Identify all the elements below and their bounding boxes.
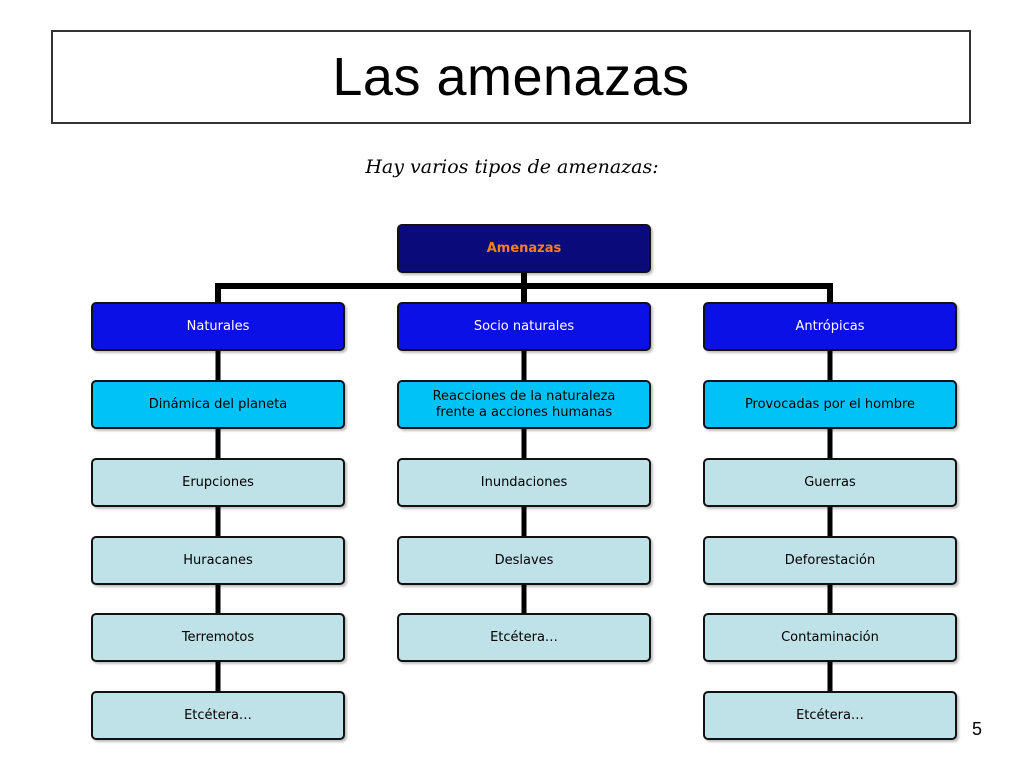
node-naturales: Naturales	[91, 302, 345, 351]
node-terremotos: Terremotos	[91, 613, 345, 662]
node-reacciones-naturaleza: Reacciones de la naturaleza frente a acc…	[397, 380, 651, 429]
subtitle: Hay varios tipos de amenazas:	[365, 156, 659, 178]
node-huracanes: Huracanes	[91, 536, 345, 585]
node-socio-naturales: Socio naturales	[397, 302, 651, 351]
page-number: 5	[972, 719, 983, 739]
node-etcetera-antropicas: Etcétera…	[703, 691, 957, 740]
node-etcetera-socio: Etcétera…	[397, 613, 651, 662]
node-root-amenazas: Amenazas	[397, 224, 651, 273]
node-erupciones: Erupciones	[91, 458, 345, 507]
node-deslaves: Deslaves	[397, 536, 651, 585]
node-etcetera-naturales: Etcétera…	[91, 691, 345, 740]
node-guerras: Guerras	[703, 458, 957, 507]
node-deforestacion: Deforestación	[703, 536, 957, 585]
page-title: Las amenazas	[332, 47, 690, 107]
node-inundaciones: Inundaciones	[397, 458, 651, 507]
node-provocadas-hombre: Provocadas por el hombre	[703, 380, 957, 429]
node-dinamica-planeta: Dinámica del planeta	[91, 380, 345, 429]
node-contaminacion: Contaminación	[703, 613, 957, 662]
node-antropicas: Antrópicas	[703, 302, 957, 351]
title-box: Las amenazas	[51, 30, 971, 124]
